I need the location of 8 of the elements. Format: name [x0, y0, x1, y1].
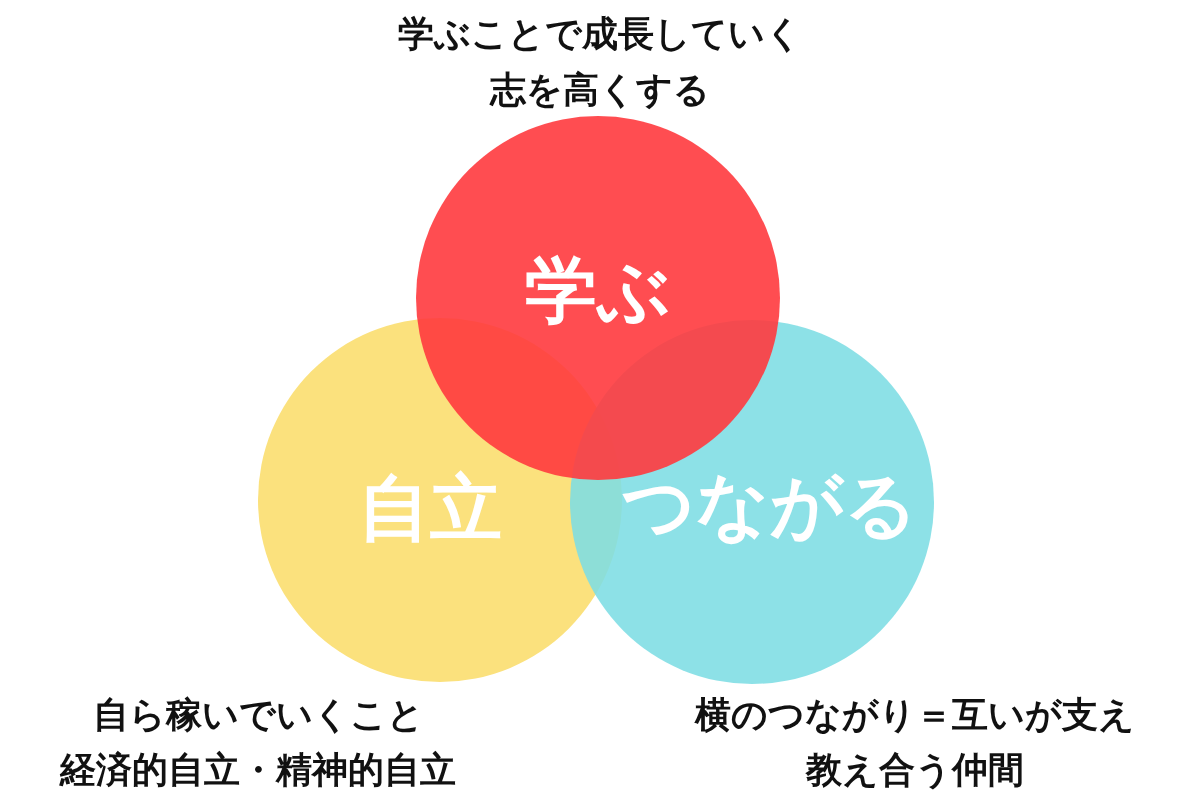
- node-label: 教え合う仲間: [806, 748, 1024, 792]
- circle-label: 自立: [358, 472, 502, 544]
- node-label: 自ら稼いでいくこと: [92, 693, 424, 737]
- circle-label: 学ぶ: [525, 254, 671, 326]
- node-label: 学ぶことで成長していく: [398, 12, 802, 56]
- node-label: 志を高くする: [490, 68, 710, 112]
- node-label: 経済的自立・精神的自立: [60, 748, 456, 792]
- node-label: 横のつながり＝互いが支え: [695, 693, 1135, 737]
